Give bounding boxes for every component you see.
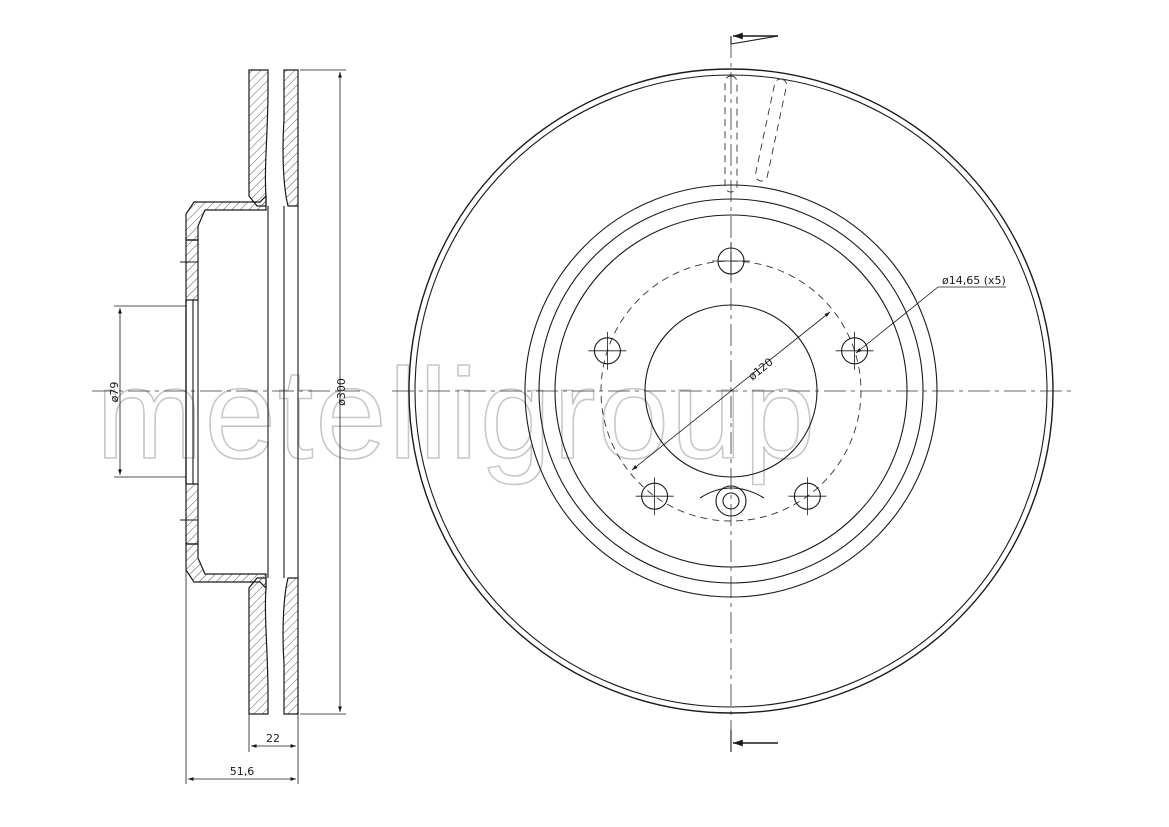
braking-surface-inner-edge: [524, 184, 938, 598]
section-arrow-top-stem: [730, 35, 779, 45]
dim-disc-thickness-label: 22: [266, 732, 280, 745]
hat-section-bottom: [185, 543, 267, 590]
disc-outer-edge: [408, 68, 1054, 714]
hat-wall-bottom: [185, 483, 199, 545]
dim-hub-diameter-label: ø79: [108, 382, 121, 403]
disc-outer-chamfer: [414, 74, 1048, 708]
marker-arc: [699, 487, 765, 499]
hat-wall-top: [185, 239, 199, 301]
pitch-diameter-leader: [631, 311, 831, 471]
bolt-holes: [588, 242, 874, 517]
bolt-hole-leader: [855, 286, 939, 354]
hat-section-top: [185, 194, 267, 241]
friction-ring-inner-face-bottom: [282, 577, 299, 715]
friction-ring-outer-face-bottom: [248, 577, 269, 715]
bottom-hole: [715, 485, 747, 517]
dim-total-height-label: 51,6: [230, 765, 255, 778]
watermark-text: metelligroup: [96, 343, 817, 486]
dim-bolt-hole-label: ø14,65 (x5): [942, 274, 1006, 287]
friction-ring-outer-face: [248, 69, 269, 207]
front-view: ø120 ø14,65 (x5): [392, 32, 1072, 752]
bottom-hole-inner-ring: [722, 492, 740, 510]
hat-step: [554, 214, 908, 568]
slot-vertical: [724, 75, 738, 193]
dim-outer-diameter-label: ø300: [335, 378, 348, 406]
hat-outer-edge: [538, 198, 924, 584]
slot-angled: [754, 78, 788, 182]
side-view: ø300 ø79 22 51,6: [92, 69, 360, 784]
friction-ring-inner-face: [282, 69, 299, 207]
